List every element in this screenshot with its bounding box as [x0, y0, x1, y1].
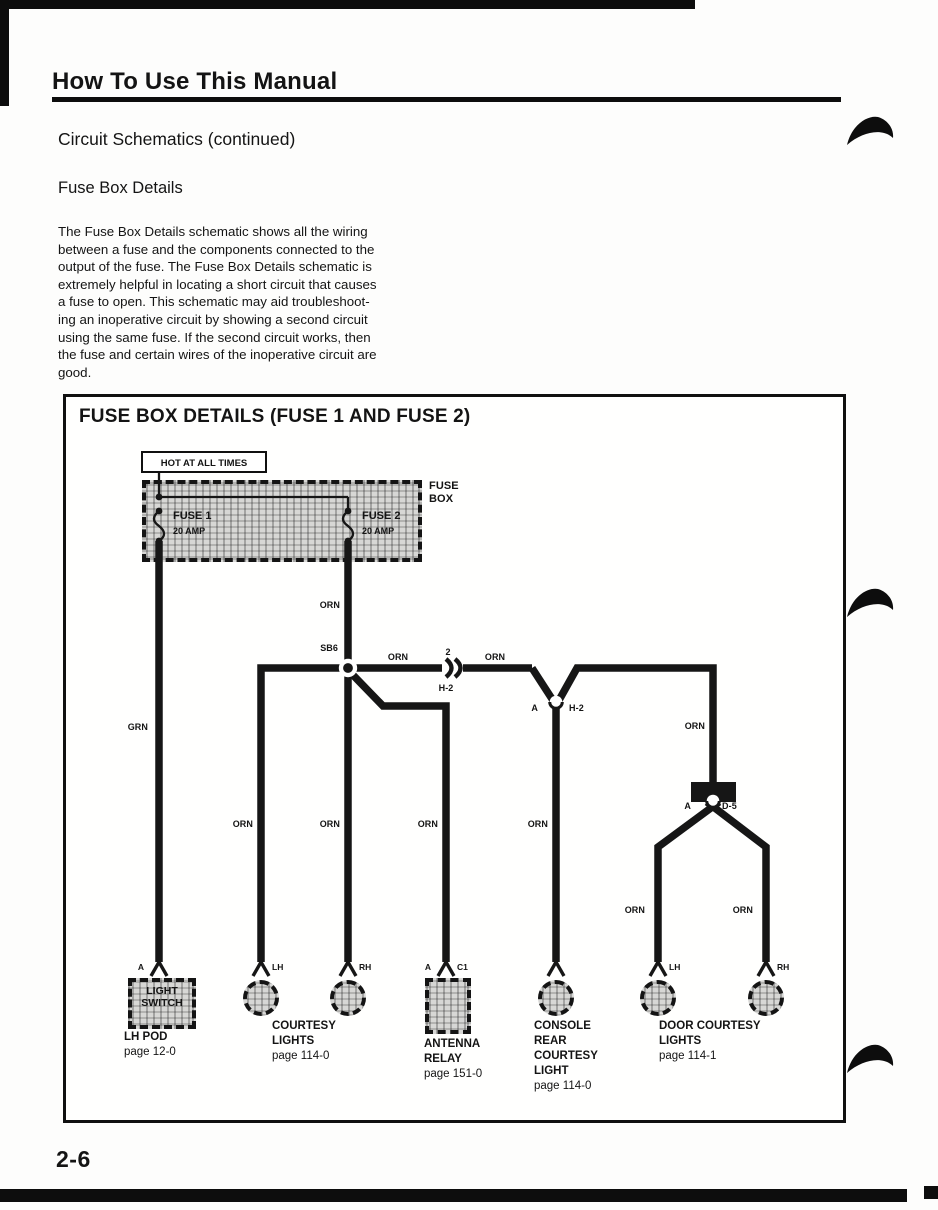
- figure-title: FUSE BOX DETAILS (FUSE 1 AND FUSE 2): [79, 406, 471, 427]
- light-switch-label-1: LIGHT: [146, 985, 178, 997]
- scan-top-bar: [0, 0, 695, 9]
- scan-corner-mark: [924, 1186, 938, 1199]
- pin-door-rh: RH: [777, 962, 790, 972]
- fuse1-name: FUSE 1: [173, 510, 212, 522]
- pin-courtesy-rh: RH: [359, 962, 372, 972]
- fuse2-name: FUSE 2: [362, 510, 401, 522]
- section-title: Circuit Schematics (continued): [58, 129, 296, 149]
- fuse2-rating: 20 AMP: [362, 526, 395, 536]
- body-paragraph: The Fuse Box Details schematic shows all…: [58, 224, 377, 380]
- caption-console-rear-courtesy-light: CONSOLE REAR COURTESY LIGHT page 114-0: [534, 1020, 598, 1092]
- console-rear-courtesy-light: [538, 980, 574, 1016]
- splice-label: SB6: [320, 643, 338, 653]
- wire-label-orn-right: ORN: [684, 721, 705, 731]
- fuse-box-label: FUSE BOX: [429, 480, 459, 505]
- thumb-tab-crescent-middle: [847, 588, 894, 617]
- courtesy-light-lh: [243, 980, 279, 1016]
- fuse1-rating: 20 AMP: [173, 526, 206, 536]
- wire-label-orn-courtesy-rh: ORN: [319, 819, 340, 829]
- door-courtesy-light-lh: [640, 980, 676, 1016]
- wire-label-orn-mid1: ORN: [387, 652, 409, 662]
- wire-label-orn-mid2: ORN: [484, 652, 506, 662]
- antenna-relay-box: [425, 978, 471, 1034]
- pin-door-lh: LH: [669, 962, 681, 972]
- page-number: 2-6: [56, 1146, 91, 1172]
- caption-courtesy-lights: COURTESY LIGHTS page 114-0: [272, 1020, 336, 1062]
- connector-h2-pin: 2: [445, 647, 451, 657]
- header-rule: [52, 97, 841, 102]
- caption-antenna-relay: ANTENNA RELAY page 151-0: [424, 1038, 483, 1080]
- door-courtesy-light-rh: [748, 980, 784, 1016]
- wire-label-grn: GRN: [127, 722, 148, 732]
- courtesy-light-rh: [330, 980, 366, 1016]
- pin-antenna-a: A: [424, 962, 431, 972]
- page-title: How To Use This Manual: [52, 68, 338, 95]
- wire-label-orn-door-lh: ORN: [624, 905, 645, 915]
- light-switch-box: LIGHT SWITCH: [128, 978, 196, 1029]
- scan-bottom-bar: [0, 1189, 907, 1202]
- console-connector-pin: A: [531, 703, 538, 713]
- caption-door-courtesy-lights: DOOR COURTESY LIGHTS page 114-1: [659, 1020, 761, 1062]
- door-connector-pin: A: [684, 801, 691, 811]
- connector-h2-name: H-2: [438, 683, 454, 693]
- pin-light-switch-a: A: [137, 962, 144, 972]
- light-switch-label-2: SWITCH: [141, 997, 183, 1009]
- scan-left-bar: [0, 0, 9, 106]
- thumb-tab-crescent-bottom: [847, 1044, 894, 1073]
- wire-label-orn-fuse2: ORN: [319, 600, 340, 610]
- door-connector-name: D-5: [722, 801, 737, 811]
- thumb-tab-crescent-top: [847, 116, 894, 145]
- pin-courtesy-lh: LH: [272, 962, 284, 972]
- wire-label-orn-antenna: ORN: [417, 819, 438, 829]
- wire-label-orn-door-rh: ORN: [732, 905, 753, 915]
- fuse-box-details-figure: FUSE BOX DETAILS (FUSE 1 AND FUSE 2) HOT…: [63, 394, 846, 1123]
- console-connector-name: H-2: [569, 703, 584, 713]
- wire-label-orn-branch-left: ORN: [232, 819, 253, 829]
- power-source-box: HOT AT ALL TIMES: [141, 451, 267, 473]
- subsection-title: Fuse Box Details: [58, 179, 183, 197]
- power-source-label: HOT AT ALL TIMES: [160, 458, 248, 469]
- pin-antenna-c1: C1: [457, 962, 468, 972]
- caption-lh-pod: LH POD page 12-0: [124, 1031, 176, 1058]
- wire-label-orn-console: ORN: [527, 819, 548, 829]
